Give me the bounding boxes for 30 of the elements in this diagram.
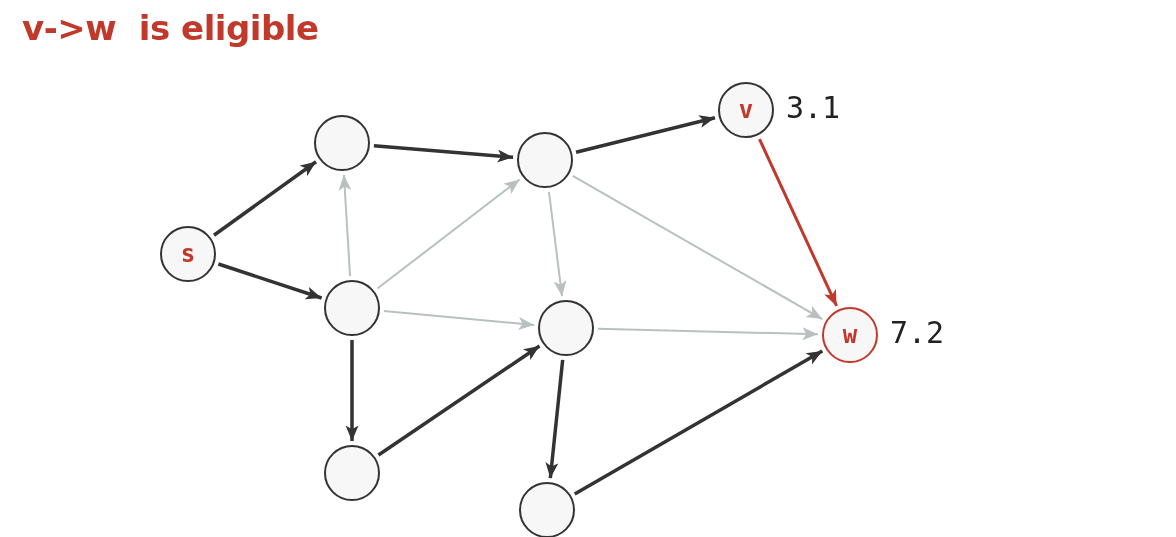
- graph-vertex: [718, 82, 774, 138]
- graph-vertex: [160, 226, 216, 282]
- graph-vertex: [324, 445, 380, 501]
- arrow: [382, 310, 536, 331]
- vertex-label: w: [842, 323, 858, 347]
- arrow: [571, 174, 824, 321]
- arrow: [373, 143, 514, 163]
- vertex-label: s: [180, 242, 196, 266]
- distance-label: 7.2: [890, 315, 945, 350]
- title: v->w is eligible: [22, 8, 319, 48]
- arrow: [575, 115, 716, 154]
- arrow: [377, 344, 541, 457]
- arrow: [217, 262, 323, 300]
- arrow: [597, 327, 819, 341]
- graph-vertex: [314, 115, 370, 171]
- arrow: [376, 178, 521, 290]
- vertex-label: v: [738, 98, 754, 122]
- graph-vertex: [517, 132, 573, 188]
- arrow: [345, 340, 359, 441]
- arrow: [758, 138, 838, 307]
- arrow: [547, 190, 567, 298]
- arrow: [573, 349, 824, 496]
- graph-vertex: [538, 300, 594, 356]
- arrow: [545, 359, 565, 479]
- graph-vertex: [324, 280, 380, 336]
- graph-vertex: [519, 482, 575, 537]
- arrow: [338, 173, 352, 278]
- distance-label: 3.1: [786, 90, 841, 125]
- arrow: [212, 160, 318, 237]
- graph-vertex: [822, 307, 878, 363]
